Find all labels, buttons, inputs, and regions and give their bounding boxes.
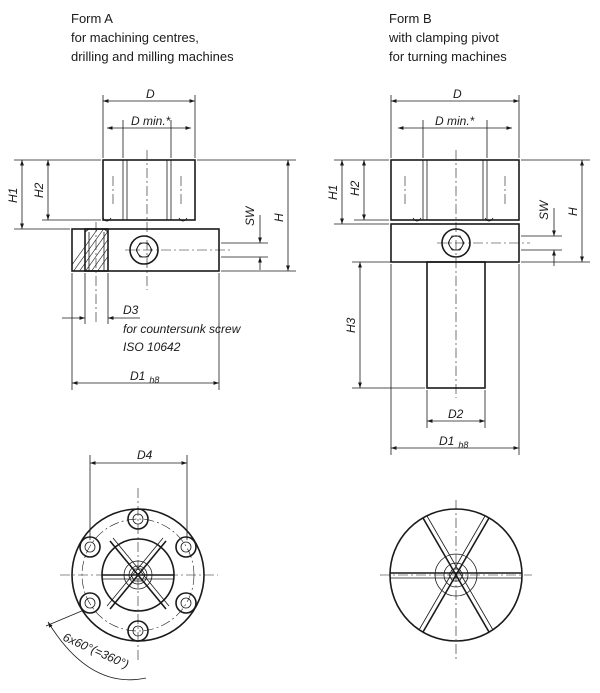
form-a-top-view: D4 6x60°(=360°) [45, 448, 218, 681]
form-a-line1: for machining centres, [71, 30, 199, 45]
form-a-hatch [72, 229, 108, 271]
form-a-title: Form A [71, 11, 113, 26]
form-a-dim-dmin: D min.* [131, 114, 171, 128]
form-b-caption: Form B with clamping pivot for turning m… [389, 9, 507, 66]
form-b-dim-h1: H1 [326, 185, 340, 200]
form-a-dim-sw: SW [243, 205, 257, 226]
form-b-dim-d2: D2 [448, 407, 464, 421]
form-a-dim-d4: D4 [137, 448, 153, 462]
form-a-dim-h: H [272, 213, 286, 222]
form-b-dim-sw: SW [537, 199, 551, 220]
form-b-dimensions [334, 95, 590, 455]
form-b-jaw-slots [390, 515, 522, 633]
form-a-line2: drilling and milling machines [71, 49, 234, 64]
form-a-base-plate [71, 222, 233, 322]
form-b-line2: for turning machines [389, 49, 507, 64]
form-b-dim-h: H [566, 207, 580, 216]
form-a-bolt-holes [79, 508, 197, 642]
form-b-dim-dmin: D min.* [435, 114, 475, 128]
form-b-line1: with clamping pivot [389, 30, 499, 45]
form-a-angle-label: 6x60°(=360°) [61, 630, 131, 672]
form-b-dim-d: D [453, 87, 462, 101]
form-b-dim-h2: H2 [348, 180, 362, 196]
countersunk-line2: ISO 10642 [123, 340, 181, 354]
form-a-side-view: D D min.* H1 H2 H SW D3 for countersunk … [6, 87, 296, 390]
form-a-bolt-circle [81, 518, 195, 632]
form-a-caption: Form A for machining centres, drilling a… [71, 9, 234, 66]
form-b-title: Form B [389, 11, 432, 26]
form-a-dimensions [14, 95, 296, 390]
form-a-dim-d: D [146, 87, 155, 101]
form-b-outer-circle [389, 508, 523, 642]
countersunk-line1: for countersunk screw [123, 322, 242, 336]
form-a-jaw-body [102, 150, 196, 290]
form-a-jaw-slots [102, 537, 174, 610]
form-b-dim-h3: H3 [344, 317, 358, 333]
form-b-base [390, 223, 530, 263]
form-a-dim-h1: H1 [6, 188, 20, 203]
form-a-dim-d3: D3 [123, 303, 139, 317]
form-a-dim-h2: H2 [32, 182, 46, 198]
form-b-jaw-body [390, 159, 520, 222]
form-b-top-view [380, 500, 532, 660]
